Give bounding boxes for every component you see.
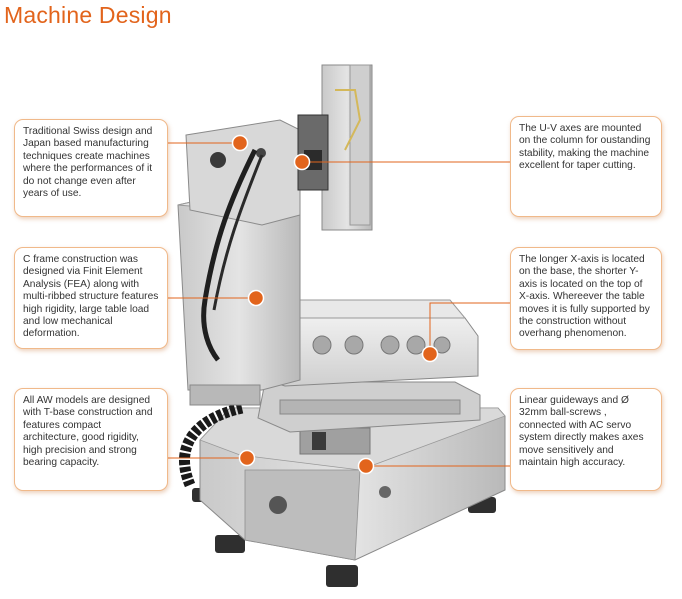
- callout-text: Traditional Swiss design and Japan based…: [23, 126, 153, 200]
- machine-carriage: [257, 381, 481, 433]
- machine-column: [177, 194, 301, 406]
- callout-text: The longer X-axis is located on the base…: [519, 254, 650, 340]
- leader-lines: [167, 142, 510, 467]
- callout-t-base: All AW models are designed with T-base c…: [14, 388, 168, 491]
- cable-bundle: [201, 148, 258, 362]
- callout-linear-guideways: Linear guideways and Ø 32mm ball-screws …: [510, 388, 662, 491]
- callout-dots: [231, 134, 439, 475]
- callout-uv-axes: The U-V axes are mounted on the column f…: [510, 116, 662, 217]
- callout-text: All AW models are designed with T-base c…: [23, 395, 153, 469]
- callout-c-frame: C frame construction was designed via Fi…: [14, 247, 168, 349]
- page-title: Machine Design: [4, 2, 172, 28]
- machine-base: [199, 407, 506, 561]
- callout-swiss-design: Traditional Swiss design and Japan based…: [14, 119, 168, 217]
- machine-feet: [192, 488, 496, 587]
- callout-text: The U-V axes are mounted on the column f…: [519, 123, 651, 172]
- callout-text: Linear guideways and Ø 32mm ball-screws …: [519, 395, 644, 469]
- uv-head: [297, 64, 373, 231]
- callout-x-axis: The longer X-axis is located on the base…: [510, 247, 662, 350]
- cable-chain: [178, 402, 244, 488]
- callout-text: C frame construction was designed via Fi…: [23, 254, 159, 340]
